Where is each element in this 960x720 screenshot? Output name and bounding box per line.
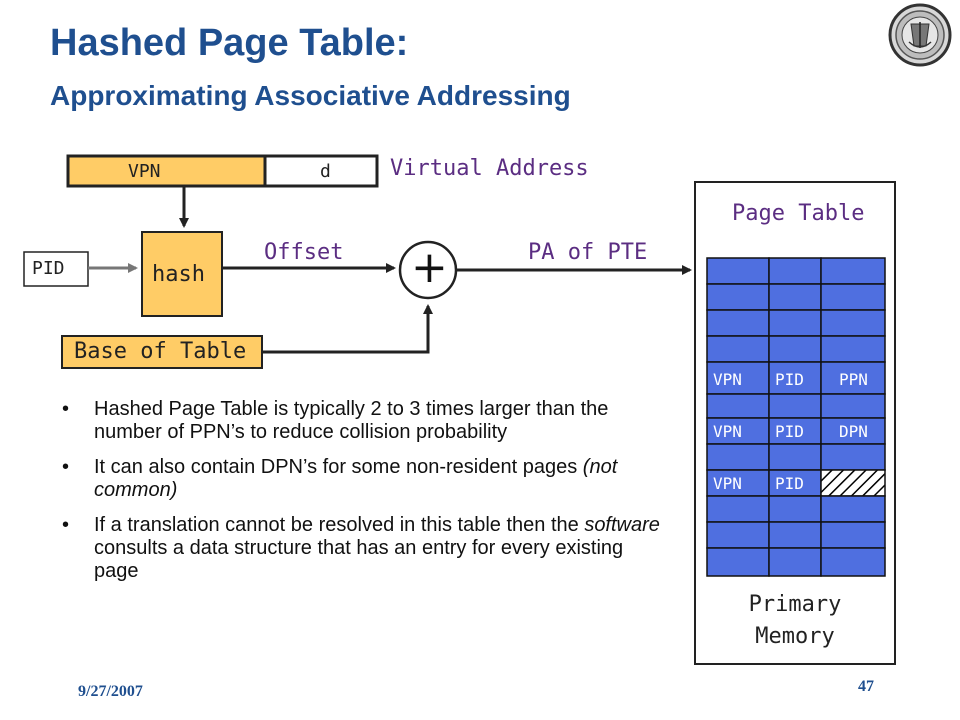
bullet-item: Hashed Page Table is typically 2 to 3 ti… (62, 398, 662, 444)
pa-of-pte-label: PA of PTE (528, 240, 648, 265)
bullet-text-emphasis: (not common) (94, 456, 618, 501)
page-table-row-1 (706, 283, 886, 311)
pid-box (23, 251, 89, 287)
bullet-list: Hashed Page Table is typically 2 to 3 ti… (62, 398, 662, 595)
row-ppn-vpn-cell: VPN (713, 370, 742, 389)
row-dpn-pid-cell: PID (775, 422, 804, 441)
bullet-text-emphasis: software (584, 514, 660, 536)
bullet-text-pre: If a translation cannot be resolved in t… (94, 514, 585, 536)
page-table-row-6 (706, 417, 886, 445)
vpn-field-label: VPN (128, 161, 161, 182)
slide-subtitle: Approximating Associative Addressing (50, 80, 571, 111)
bullet-text-pre: It can also contain DPN’s for some non-r… (94, 456, 583, 478)
base-of-table-label: Base of Table (74, 339, 247, 364)
footer-date: 9/27/2007 (78, 683, 143, 700)
footer-page-number: 47 (858, 678, 874, 695)
page-table-row-2 (706, 309, 886, 337)
page-table-row-10 (706, 521, 886, 549)
page-table-row-3 (706, 335, 886, 363)
vpn-field-box (66, 154, 267, 188)
primary-memory-label-line1: Primary (748, 592, 842, 617)
row-dpn-vpn-cell: VPN (713, 422, 742, 441)
page-table-row-11 (706, 547, 886, 577)
page-table-row-7 (706, 443, 886, 471)
row-dpn-dpn-cell: DPN (839, 422, 868, 441)
row-ppn-ppn-cell: PPN (839, 370, 868, 389)
base-of-table-box (61, 335, 263, 369)
page-table-label: Page Table (732, 201, 865, 226)
offset-label: Offset (264, 240, 344, 265)
bullet-item: If a translation cannot be resolved in t… (62, 514, 662, 583)
page-table-row-4 (706, 361, 886, 395)
row-invalid-pid-cell: PID (775, 474, 804, 493)
bullet-item: It can also contain DPN’s for some non-r… (62, 456, 662, 502)
d-field-label: d (320, 161, 331, 182)
pid-label: PID (32, 258, 65, 279)
row-ppn-pid-cell: PID (775, 370, 804, 389)
offset-d-field-box (263, 154, 379, 188)
page-table-row-0 (706, 257, 886, 285)
invalid-entry-hatched-cell (820, 469, 886, 497)
slide-title: Hashed Page Table: (50, 22, 409, 64)
hash-label: hash (152, 262, 205, 287)
primary-memory-label-line2: Memory (755, 624, 835, 649)
plus-icon: + (411, 242, 448, 293)
university-seal-icon (888, 3, 952, 67)
bullet-text: Hashed Page Table is typically 2 to 3 ti… (94, 398, 609, 443)
bullet-text-post: consults a data structure that has an en… (94, 537, 624, 582)
row-invalid-vpn-cell: VPN (713, 474, 742, 493)
page-table-row-8 (706, 469, 886, 497)
page-table-grid (706, 257, 886, 577)
page-table-row-9 (706, 495, 886, 523)
page-table-row-5 (706, 393, 886, 419)
virtual-address-label: Virtual Address (390, 156, 589, 181)
base-to-adder-arrow (262, 304, 433, 354)
hash-box (141, 231, 223, 317)
